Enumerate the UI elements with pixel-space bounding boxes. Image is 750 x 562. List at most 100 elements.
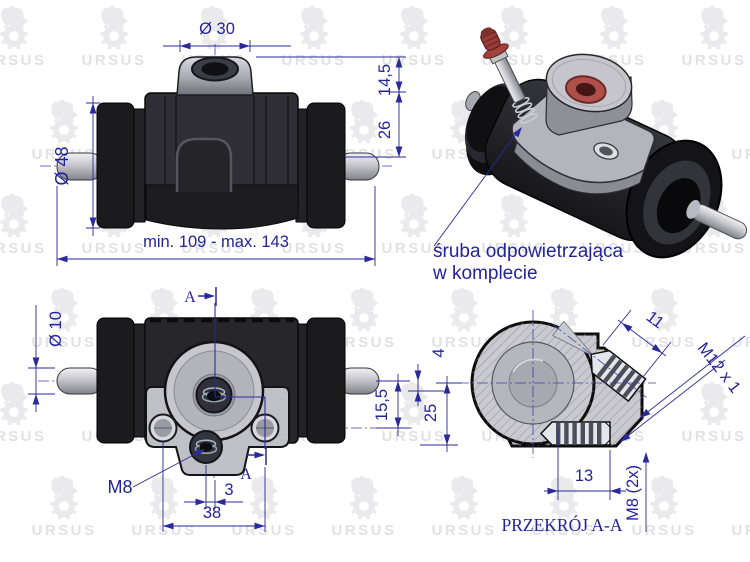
front-view: A A Ø 10 15,5 M8 3 — [28, 287, 412, 532]
section-mark-top: A — [184, 287, 217, 306]
ursus-watermark-text: URSUS — [731, 522, 750, 539]
ursus-watermark-text: URSUS — [681, 428, 746, 445]
ursus-watermark-text: URSUS — [681, 240, 746, 257]
ursus-watermark-icon — [49, 99, 79, 144]
ursus-watermark-text: URSUS — [131, 522, 196, 539]
ursus-watermark-icon — [99, 5, 129, 50]
body-arch-detail — [175, 137, 233, 192]
dim-dia48-label: Ø 48 — [52, 146, 72, 185]
dim-length-label: min. 109 - max. 143 — [143, 233, 289, 251]
section-mark-top-label: A — [184, 289, 196, 306]
ursus-watermark-text: URSUS — [381, 428, 446, 445]
dim-25-label: 25 — [422, 404, 440, 422]
dimension-26: 26 — [376, 92, 403, 157]
ursus-watermark-text: URSUS — [0, 428, 47, 445]
ursus-watermark-text: URSUS — [681, 52, 746, 69]
bleeder-note: śruba odpowietrzająca w komplecie — [432, 124, 624, 284]
watermark-layer: URSUS URSUS URSUS URSUS URSUS URSUS URSUS URSUS… — [0, 5, 750, 539]
section-mark-bottom-label: A — [240, 466, 252, 483]
ursus-watermark-icon — [49, 475, 79, 520]
ursus-watermark-text: URSUS — [431, 522, 496, 539]
note-line1: śruba odpowietrzająca — [433, 241, 624, 262]
iso-boot-right — [625, 139, 723, 259]
ursus-watermark-text: URSUS — [281, 52, 346, 69]
ursus-watermark-text: URSUS — [81, 240, 146, 257]
lower-threaded-hole — [189, 430, 223, 464]
dimension-4: 4 — [408, 348, 448, 406]
ursus-watermark-icon — [299, 5, 329, 50]
cylinder-body-lower — [145, 184, 299, 230]
ursus-watermark-icon — [499, 5, 529, 50]
ursus-watermark-text: URSUS — [31, 334, 96, 351]
iso-view: śruba odpowietrzająca w komplecie — [432, 27, 748, 284]
dimension-dia10: Ø 10 — [28, 305, 65, 412]
section-title: PRZEKRÓJ A-A — [501, 515, 622, 535]
ursus-watermark-icon — [349, 475, 379, 520]
dust-boot-right — [306, 102, 346, 229]
ursus-watermark-text: URSUS — [531, 522, 596, 539]
dimension-38: 38 — [162, 442, 266, 532]
ursus-watermark-text: URSUS — [0, 52, 47, 69]
ursus-watermark-icon — [0, 381, 29, 426]
ursus-watermark-icon — [399, 193, 429, 238]
ursus-watermark-text: URSUS — [181, 240, 246, 257]
front-rod-left — [56, 367, 104, 395]
dimension-13: 13 — [544, 430, 626, 500]
cutting-plane-line — [214, 303, 266, 449]
ursus-watermark-icon — [249, 475, 279, 520]
dimension-length-range: min. 109 - max. 143 — [56, 186, 376, 266]
section-mark-bottom: A — [240, 446, 267, 483]
dim-38-label: 38 — [203, 504, 221, 522]
ursus-watermark-icon — [599, 5, 629, 50]
dim-26-label: 26 — [376, 121, 394, 139]
dim-3-label: 3 — [224, 481, 233, 499]
dimension-15-5: 15,5 — [373, 374, 410, 436]
dim-13-label: 13 — [575, 467, 593, 485]
ursus-watermark-icon — [149, 475, 179, 520]
ursus-watermark-icon — [399, 5, 429, 50]
m8-thread-hole-section — [539, 421, 611, 446]
ursus-watermark-text: URSUS — [631, 334, 696, 351]
dim-4-label: 4 — [430, 348, 448, 357]
side-hole-left — [148, 413, 178, 443]
ursus-watermark-icon — [0, 5, 29, 50]
bleeder-screw — [480, 27, 538, 124]
dimension-14-5: 14,5 — [256, 56, 406, 158]
ursus-watermark-text: URSUS — [0, 240, 47, 257]
dim-dia30-label: Ø 30 — [199, 20, 235, 38]
ursus-watermark-text: URSUS — [381, 240, 446, 257]
m12-port-section — [552, 320, 647, 403]
front-boot-right — [306, 317, 346, 444]
ursus-watermark-text: URSUS — [81, 52, 146, 69]
ursus-watermark-text: URSUS — [231, 522, 296, 539]
ursus-watermark-icon — [349, 99, 379, 144]
iso-flange-hole — [593, 142, 619, 160]
ursus-watermark-text: URSUS — [631, 522, 696, 539]
dust-boot-left — [96, 102, 135, 229]
iso-push-rod — [686, 199, 748, 240]
m8-2x-label: M8 (2x) — [624, 465, 642, 521]
ursus-watermark-text: URSUS — [581, 240, 646, 257]
ursus-watermark-text: URSUS — [331, 522, 396, 539]
ursus-watermark-icon — [699, 5, 729, 50]
port-centerline — [552, 323, 647, 398]
ursus-watermark-text: URSUS — [731, 334, 750, 351]
side-view: Ø 30 14,5 26 Ø 48 min. 109 - max. 143 — [40, 20, 406, 266]
ursus-watermark-icon — [449, 287, 479, 332]
dimension-dia30: Ø 30 — [163, 20, 291, 52]
inlet-port-hole — [201, 62, 229, 76]
ursus-watermark-icon — [0, 193, 29, 238]
ursus-watermark-text: URSUS — [281, 240, 346, 257]
ursus-watermark-icon — [449, 475, 479, 520]
m8-callout: M8 — [107, 445, 207, 497]
ursus-watermark-text: URSUS — [731, 146, 750, 163]
dimension-3: 3 — [184, 465, 243, 509]
ursus-watermark-text: URSUS — [481, 240, 546, 257]
m8-label: M8 — [107, 477, 132, 497]
ursus-watermark-text: URSUS — [431, 334, 496, 351]
dim-dia10-label: Ø 10 — [47, 311, 65, 347]
m8-2x-callout: M8 (2x) — [624, 452, 650, 532]
dimension-25: 25 — [420, 376, 462, 452]
